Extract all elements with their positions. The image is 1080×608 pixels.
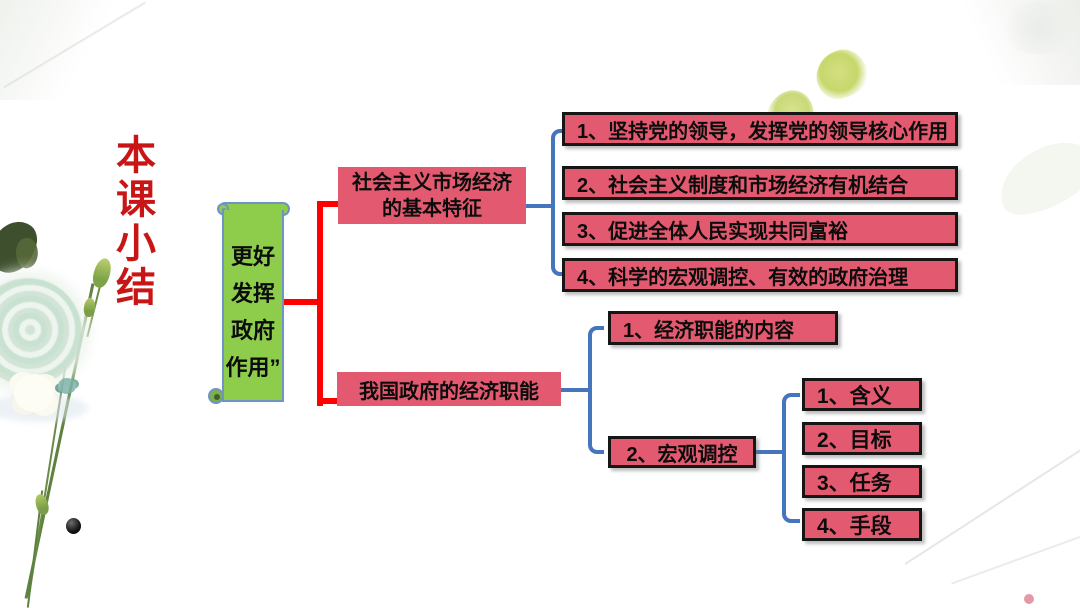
leaf-node: 1、坚持党的领导，发挥党的领导核心作用 bbox=[562, 112, 958, 146]
leaf-node: 2、社会主义制度和市场经济有机结合 bbox=[562, 166, 958, 200]
leaf-node: 4、科学的宏观调控、有效的政府治理 bbox=[562, 258, 958, 292]
stem-icon bbox=[26, 490, 44, 608]
connector-red-arm-top bbox=[321, 201, 341, 207]
stem-icon bbox=[27, 367, 67, 597]
leaf-node: 3、促进全体人民实现共同富裕 bbox=[562, 212, 958, 246]
connector-blue-bracket-1-bottom bbox=[551, 204, 563, 276]
connector-blue-bracket-1-top bbox=[551, 129, 563, 207]
connector-blue-stub-3 bbox=[756, 450, 785, 454]
leaf-node: 1、含义 bbox=[802, 378, 922, 411]
connector-blue-stub-2 bbox=[561, 388, 591, 392]
connector-blue-bracket-3-top bbox=[782, 393, 800, 452]
connector-blue-bracket-2-top bbox=[588, 326, 604, 390]
white-flower-icon bbox=[14, 374, 54, 412]
root-node-scroll: 更好 发挥 政府 作用” bbox=[222, 210, 284, 402]
diagonal-line-bottom-right bbox=[951, 507, 1080, 585]
watercolor-wash bbox=[0, 394, 88, 422]
branch-node-market-economy: 社会主义市场经济 的基本特征 bbox=[338, 167, 526, 224]
flower-dot-icon bbox=[1024, 594, 1034, 604]
berry-icon bbox=[66, 518, 81, 534]
gray-blob-top-right bbox=[995, 2, 1080, 54]
diagonal-line-bottom-right bbox=[904, 427, 1080, 565]
connector-red-stub bbox=[284, 299, 320, 305]
flower-bud-icon bbox=[82, 297, 97, 318]
leaf-icon bbox=[13, 236, 41, 270]
scroll-bottom-curl-icon bbox=[208, 388, 224, 404]
root-line: 作用” bbox=[225, 355, 281, 380]
rose-swirl-icon bbox=[0, 278, 82, 386]
connector-red-arm-bottom bbox=[321, 398, 341, 404]
connector-blue-bracket-3-bottom bbox=[782, 452, 800, 523]
root-line: 政府 bbox=[230, 318, 275, 343]
diagonal-line-top-left bbox=[3, 1, 146, 89]
corner-wash-top-right bbox=[925, 0, 1080, 85]
sub-branch-node-macro-control: 2、宏观调控 bbox=[608, 436, 756, 468]
leaf-icon bbox=[0, 213, 44, 281]
connector-blue-stub-1 bbox=[526, 204, 553, 208]
pale-leaf-icon bbox=[987, 126, 1080, 228]
leaf-node: 2、目标 bbox=[802, 422, 922, 455]
branch-node-govt-functions: 我国政府的经济职能 bbox=[337, 372, 561, 406]
connector-blue-bracket-2-bottom bbox=[588, 390, 604, 454]
leaf-node: 3、任务 bbox=[802, 465, 922, 498]
stem-icon bbox=[24, 283, 95, 599]
branch-label-line: 社会主义市场经济 bbox=[352, 171, 512, 194]
teal-flower-icon bbox=[58, 378, 76, 394]
branch-label-line: 的基本特征 bbox=[382, 197, 482, 220]
flower-bud-icon bbox=[33, 492, 51, 517]
corner-wash-top-left bbox=[0, 0, 160, 100]
stem-icon bbox=[86, 258, 108, 338]
leaf-node: 4、手段 bbox=[802, 508, 922, 541]
root-line: 发挥 bbox=[230, 281, 275, 306]
leaf-node: 1、经济职能的内容 bbox=[608, 311, 838, 345]
watercolor-petal-icon bbox=[810, 44, 874, 104]
connector-red-vertical bbox=[317, 201, 323, 406]
root-line: 更好 bbox=[230, 244, 275, 269]
page-title: 本课小结 bbox=[110, 134, 154, 310]
